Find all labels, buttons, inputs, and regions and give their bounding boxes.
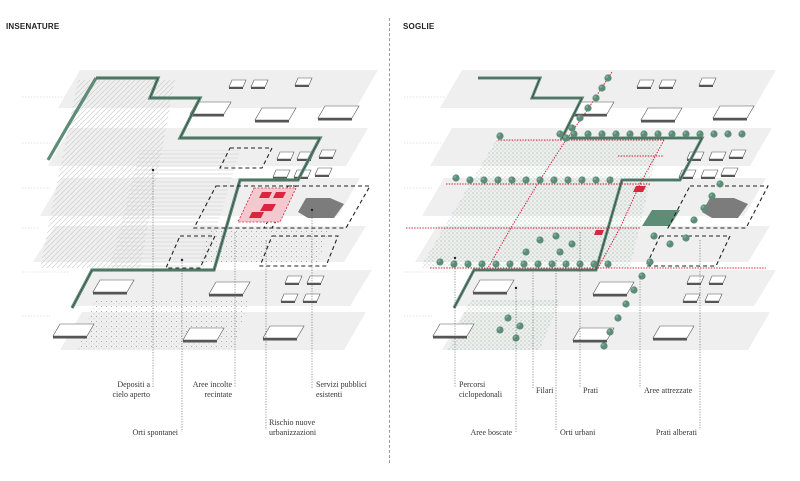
label-rischio-nuove-urbanizzazioni: Rischio nuove urbanizzazioni — [269, 418, 317, 437]
panel-title-soglie: SOGLIE — [403, 22, 435, 31]
label-orti-urbani: Orti urbani — [560, 428, 596, 437]
panel-title-insenature: INSENATURE — [6, 22, 60, 31]
label-aree-attrezzate: Aree attrezzate — [644, 386, 693, 395]
label-prati: Prati — [583, 386, 599, 395]
label-aree-boscate: Aree boscate — [470, 428, 512, 437]
label-percorsi-ciclopedonali: Percorsi ciclopedonali — [459, 380, 503, 399]
panel-divider — [389, 18, 390, 463]
label-servizi-pubblici-esistenti: Servizi pubblici esistenti — [316, 380, 367, 399]
label-aree-incolte-recintate: Aree incolte recintate — [192, 380, 232, 399]
label-filari: Filari — [536, 386, 554, 395]
label-depositi-cielo-aperto: Depositi a cielo aperto — [112, 380, 150, 399]
label-orti-spontanei: Orti spontanei — [132, 428, 178, 437]
label-prati-alberati: Prati alberati — [655, 428, 697, 437]
right-diagram — [404, 70, 776, 432]
left-diagram — [22, 70, 378, 432]
